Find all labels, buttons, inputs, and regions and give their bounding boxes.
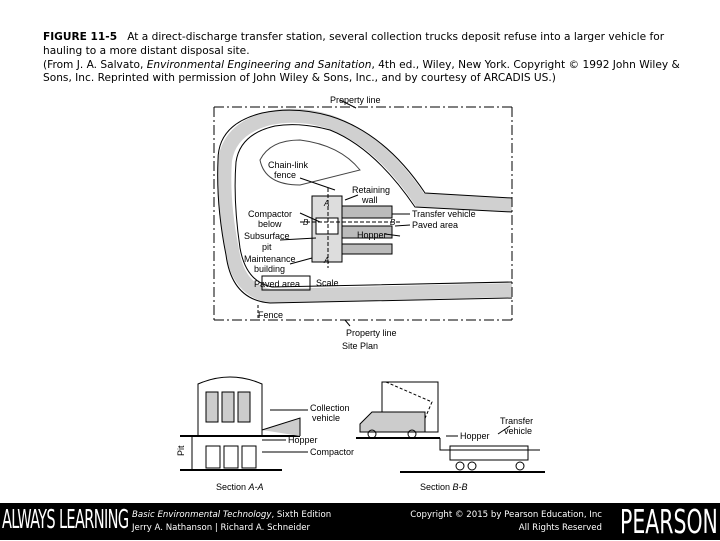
section-bb-labels: Transfer vehicle Hopper Section B-B — [420, 416, 533, 492]
source-title: Environmental Engineering and Sanitation — [146, 58, 372, 71]
aa-building — [197, 376, 263, 436]
leader-maintenance — [289, 257, 313, 265]
label-pit: pit — [262, 242, 272, 252]
leader-compactor — [299, 212, 321, 223]
transfer-truck-2 — [341, 225, 393, 239]
section-aa — [180, 376, 308, 471]
leader-retaining — [344, 194, 359, 201]
always-learning-logo: ALWAYS LEARNING — [2, 505, 129, 535]
label-hopper: Hopper — [357, 230, 387, 240]
caption-text: At a direct-discharge transfer station, … — [43, 31, 665, 57]
bb-trailer-wheel-3 — [515, 461, 525, 471]
aa-door-2 — [221, 391, 235, 423]
site-plan — [213, 99, 513, 327]
leader-paved — [394, 224, 411, 227]
bb-drop — [439, 438, 540, 451]
aa-label-compactor: Compactor — [310, 447, 354, 457]
bb-trailer-wheel-2 — [467, 461, 477, 471]
aa-pit-3 — [241, 445, 257, 469]
label-wall: wall — [361, 195, 378, 205]
label-chain-link: Chain-link — [268, 160, 309, 170]
paved-road — [217, 108, 513, 304]
aa-door-3 — [237, 391, 251, 423]
section-bb — [356, 381, 545, 473]
bb-transfer-trailer — [449, 445, 529, 461]
bb-label-vehicle: vehicle — [504, 426, 532, 436]
compactor-box — [315, 217, 339, 235]
aa-pit-1 — [205, 445, 221, 469]
label-retaining: Retaining — [352, 185, 390, 195]
transfer-truck-3 — [341, 243, 393, 255]
book-credit: Basic Environmental Technology, Sixth Ed… — [132, 509, 331, 535]
section-aa-labels: Collection vehicle Hopper Compactor Pit … — [176, 403, 354, 492]
book-title: Basic Environmental Technology — [132, 510, 272, 520]
aa-label-vehicle: vehicle — [312, 413, 340, 423]
aa-collection-vehicle — [261, 417, 301, 436]
bb-collection-truck — [359, 411, 426, 433]
road-outer-edge — [217, 109, 513, 304]
island — [259, 139, 361, 186]
transfer-truck-1 — [341, 205, 393, 219]
label-chain-fence: fence — [274, 170, 296, 180]
leader-hopper — [384, 233, 401, 237]
aa-door-1 — [205, 391, 219, 423]
bb-leader-transfer — [497, 425, 511, 435]
aa-pit-2 — [223, 445, 239, 469]
scale-box — [261, 275, 311, 291]
label-building: building — [254, 264, 285, 274]
label-paved-area-right: Paved area — [412, 220, 458, 230]
aa-label-collection: Collection — [310, 403, 350, 413]
figure-caption: FIGURE 11-5 At a direct-discharge transf… — [43, 31, 693, 86]
source-suffix: , 4th ed., Wiley, New York. Copyright © … — [43, 58, 680, 85]
label-paved-area-left: Paved area — [254, 279, 300, 289]
leader-pit — [279, 237, 317, 241]
leader-property-bottom — [344, 319, 351, 327]
bb-section-id: B-B — [453, 482, 468, 492]
label-subsurface: Subsurface — [244, 231, 290, 241]
site-plan-labels: Property line Chain-link fence Retaining… — [244, 95, 476, 351]
aa-section-title: Section A-A — [216, 482, 264, 492]
site-plan-title: Site Plan — [342, 341, 378, 351]
aa-section-prefix: Section — [216, 482, 249, 492]
bb-trailer-wheel-1 — [455, 461, 465, 471]
rights-line: All Rights Reserved — [518, 523, 602, 533]
marker-b-left: B — [303, 218, 309, 227]
label-property-line-bottom: Property line — [346, 328, 397, 338]
label-compactor: Compactor — [248, 209, 292, 219]
footer-bar: ALWAYS LEARNING Basic Environmental Tech… — [0, 502, 720, 541]
marker-b-right: B — [390, 218, 396, 227]
book-authors: Jerry A. Nathanson | Richard A. Schneide… — [132, 523, 311, 533]
source-prefix: (From J. A. Salvato, — [43, 58, 147, 71]
copyright-notice: Copyright © 2015 by Pearson Education, I… — [410, 509, 602, 535]
label-scale: Scale — [316, 278, 339, 288]
aa-label-pit: Pit — [176, 445, 186, 456]
leader-property-top — [339, 99, 357, 109]
figure-label: FIGURE 11-5 — [43, 31, 118, 43]
marker-a-bottom: A — [323, 256, 329, 265]
label-maintenance: Maintenance — [244, 254, 296, 264]
label-transfer-vehicle: Transfer vehicle — [412, 209, 476, 219]
bb-section-prefix: Section — [420, 482, 453, 492]
bb-label-hopper: Hopper — [460, 431, 490, 441]
bb-label-transfer: Transfer — [500, 416, 533, 426]
road-inner-edge — [234, 124, 513, 288]
label-fence: Fence — [258, 310, 283, 320]
label-property-line-top: Property line — [330, 95, 381, 105]
aa-label-hopper: Hopper — [288, 435, 318, 445]
bb-section-title: Section B-B — [420, 482, 468, 492]
transfer-station-diagram: Property line Chain-link fence Retaining… — [176, 95, 545, 492]
book-edition: , Sixth Edition — [271, 510, 332, 520]
leader-chainlink — [299, 177, 336, 191]
pearson-logo: PEARSON — [620, 502, 718, 541]
marker-a-top: A — [323, 199, 329, 208]
aa-section-id: A-A — [248, 482, 264, 492]
copyright-line: Copyright © 2015 by Pearson Education, I… — [410, 510, 602, 520]
label-below: below — [258, 219, 282, 229]
